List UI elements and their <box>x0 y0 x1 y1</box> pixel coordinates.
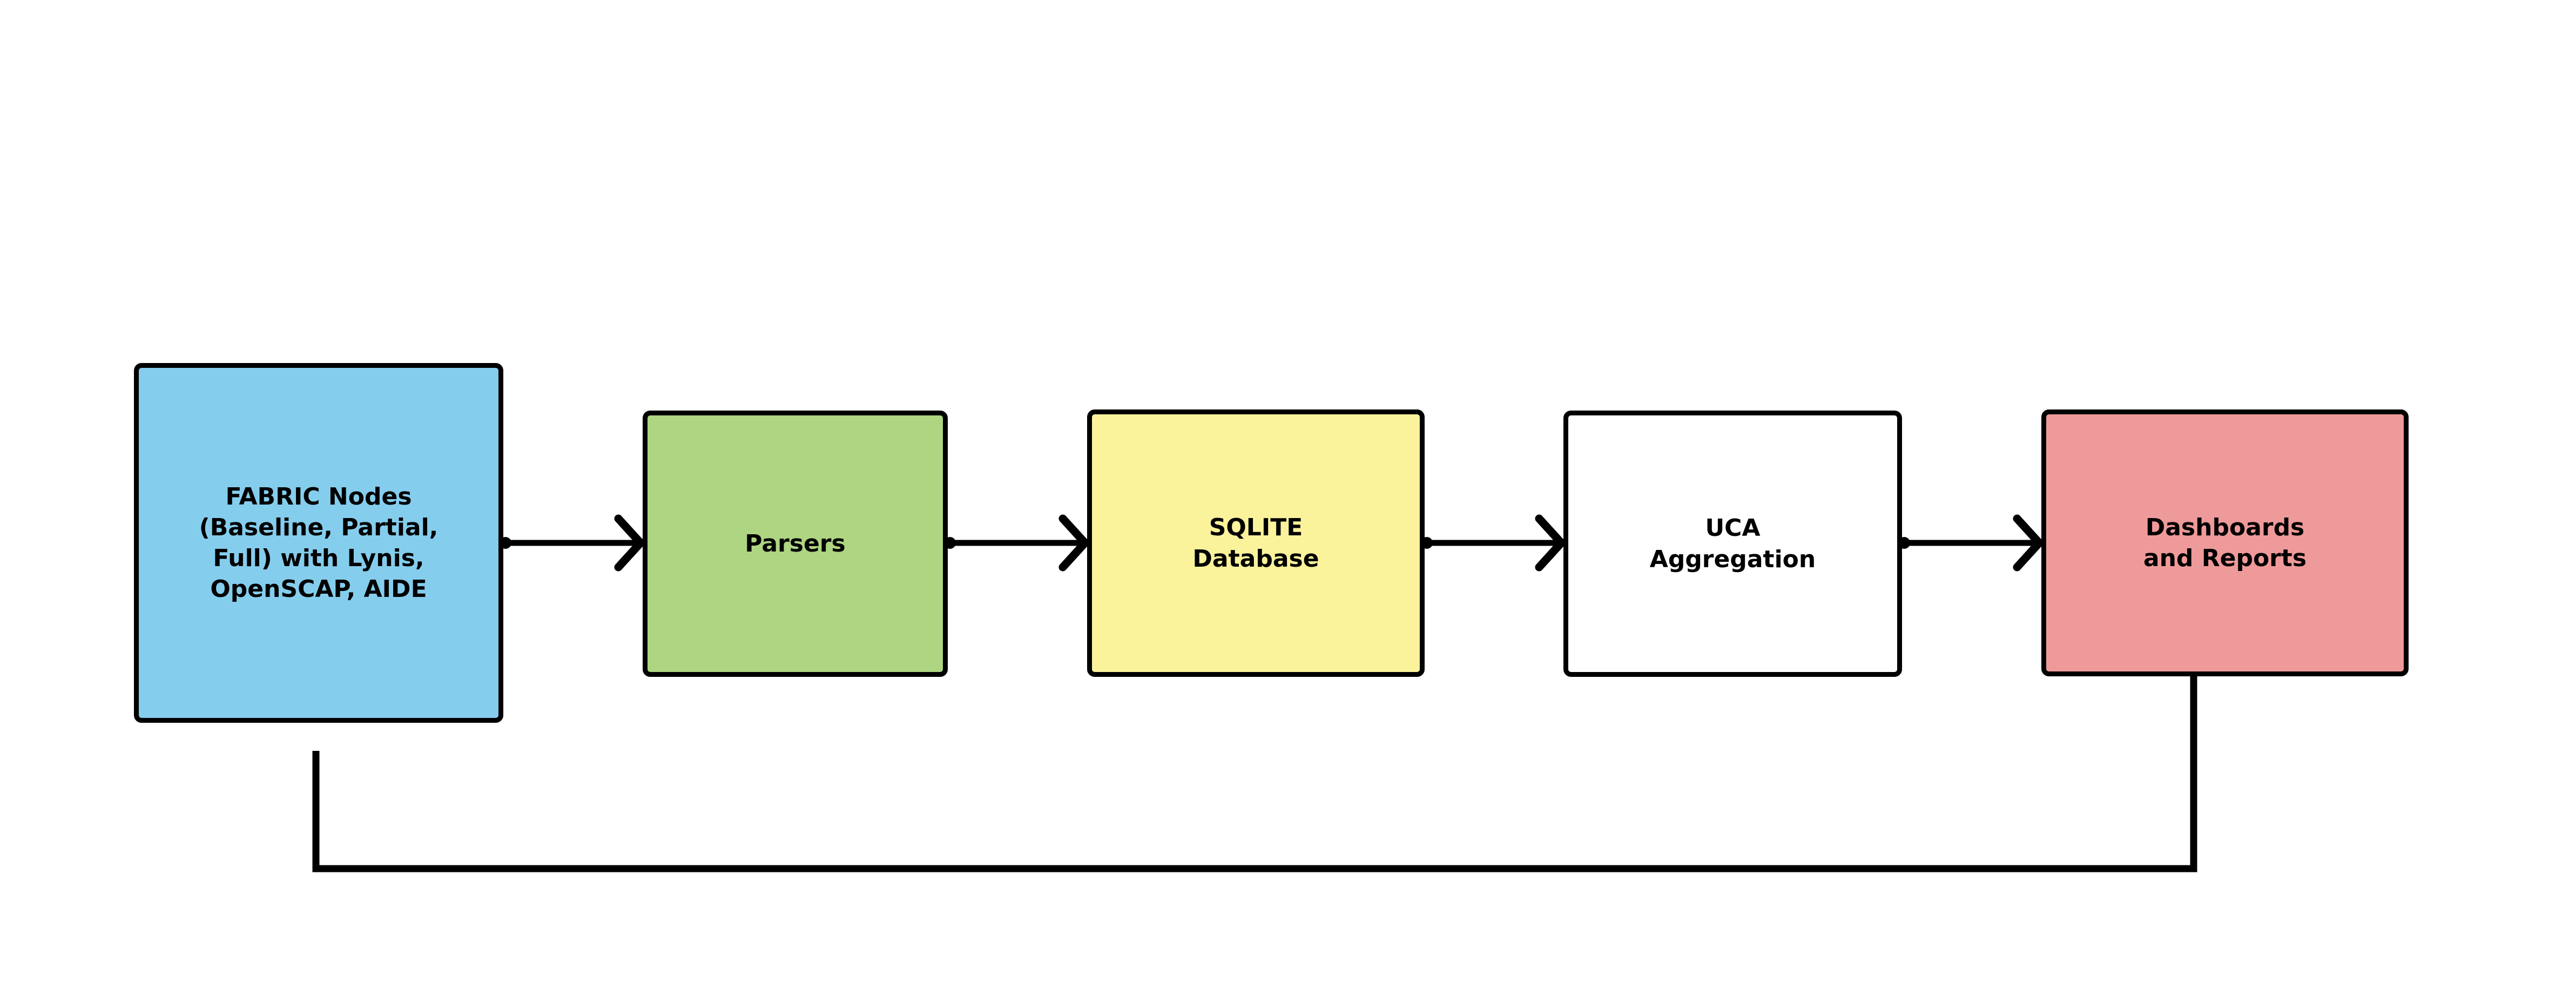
node-sqlite-database-label: SQLITE Database <box>1192 514 1319 573</box>
node-uca-aggregation-label: UCA Aggregation <box>1649 514 1816 573</box>
edge-dashboards-to-fabric-feedback <box>312 670 2197 872</box>
edge-parsers-to-sqlite <box>944 514 1091 572</box>
node-dashboards-and-reports-label: Dashboards and Reports <box>2143 513 2307 572</box>
node-fabric-nodes[interactable]: FABRIC Nodes (Baseline, Partial, Full) w… <box>134 363 503 723</box>
node-uca-aggregation[interactable]: UCA Aggregation <box>1563 411 1902 677</box>
node-parsers[interactable]: Parsers <box>643 411 948 677</box>
node-fabric-nodes-label: FABRIC Nodes (Baseline, Partial, Full) w… <box>199 482 439 603</box>
edge-fabric-to-parsers <box>500 514 646 572</box>
node-parsers-label: Parsers <box>745 529 846 557</box>
node-dashboards-and-reports[interactable]: Dashboards and Reports <box>2041 409 2409 676</box>
edge-uca-to-dashboards <box>1898 514 2045 572</box>
edge-sqlite-to-uca <box>1421 514 1567 572</box>
node-sqlite-database[interactable]: SQLITE Database <box>1087 409 1425 677</box>
